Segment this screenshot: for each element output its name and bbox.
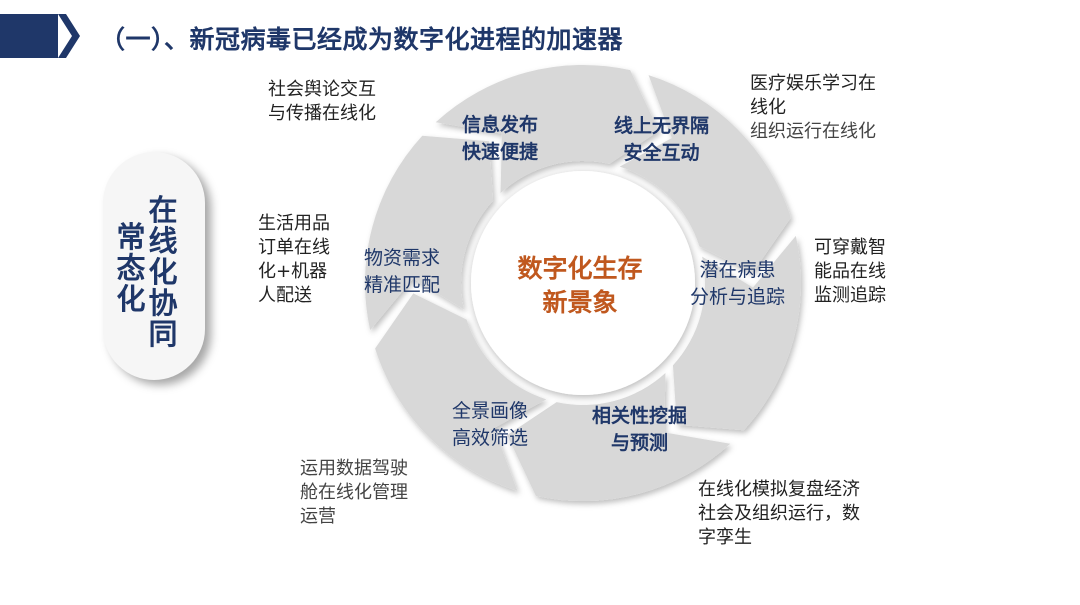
segment-label-patient-tracking: 潜在病患分析与追踪 (690, 259, 786, 308)
note-digital-twin: 在线化模拟复盘经济社会及组织运行，数 字孪生 (698, 479, 860, 548)
side-label-col1: 常态化 (116, 220, 146, 316)
ring-segments (365, 65, 801, 501)
side-pill (103, 152, 205, 380)
segment-label-panorama-profile: 全景画像高效筛选 (452, 400, 529, 449)
segment-label-correlation-mining: 相关性挖掘与预测 (592, 405, 688, 454)
note-daily-supplies: 生活用品订单在线 化+机器人配送 (258, 213, 330, 306)
ring-segment-6 (365, 135, 494, 331)
segment-label-info-release: 信息发布快速便捷 (462, 114, 539, 163)
page-title: （一）、新冠病毒已经成为数字化进程的加速器 (100, 25, 624, 54)
note-wearable-monitoring: 可穿戴智能品在线 监测追踪 (814, 237, 886, 306)
title-accent-bar (0, 14, 58, 58)
segment-label-online-interaction: 线上无界隔安全互动 (614, 115, 710, 164)
note-medical-entertainment: 医疗娱乐学习在线化 组织运行在线化 (750, 73, 876, 142)
ring-segment-4 (507, 372, 731, 501)
center-circle (471, 171, 695, 395)
ring-segment-3 (672, 235, 801, 431)
ring-segment-2 (619, 75, 791, 273)
segment-label-supply-matching: 物资需求精准匹配 (364, 247, 441, 296)
ring-segment-5 (375, 293, 547, 491)
center-label: 数字化生存新景象 (517, 254, 643, 317)
note-data-cockpit: 运用数据驾驶舱在线化管理 运营 (300, 458, 408, 527)
title-chevron-icon (58, 14, 80, 58)
side-label-col2: 在线化协同 (148, 193, 178, 351)
note-public-opinion: 社会舆论交互与传播在线化 (268, 79, 376, 124)
ring-segment-1 (435, 65, 659, 194)
